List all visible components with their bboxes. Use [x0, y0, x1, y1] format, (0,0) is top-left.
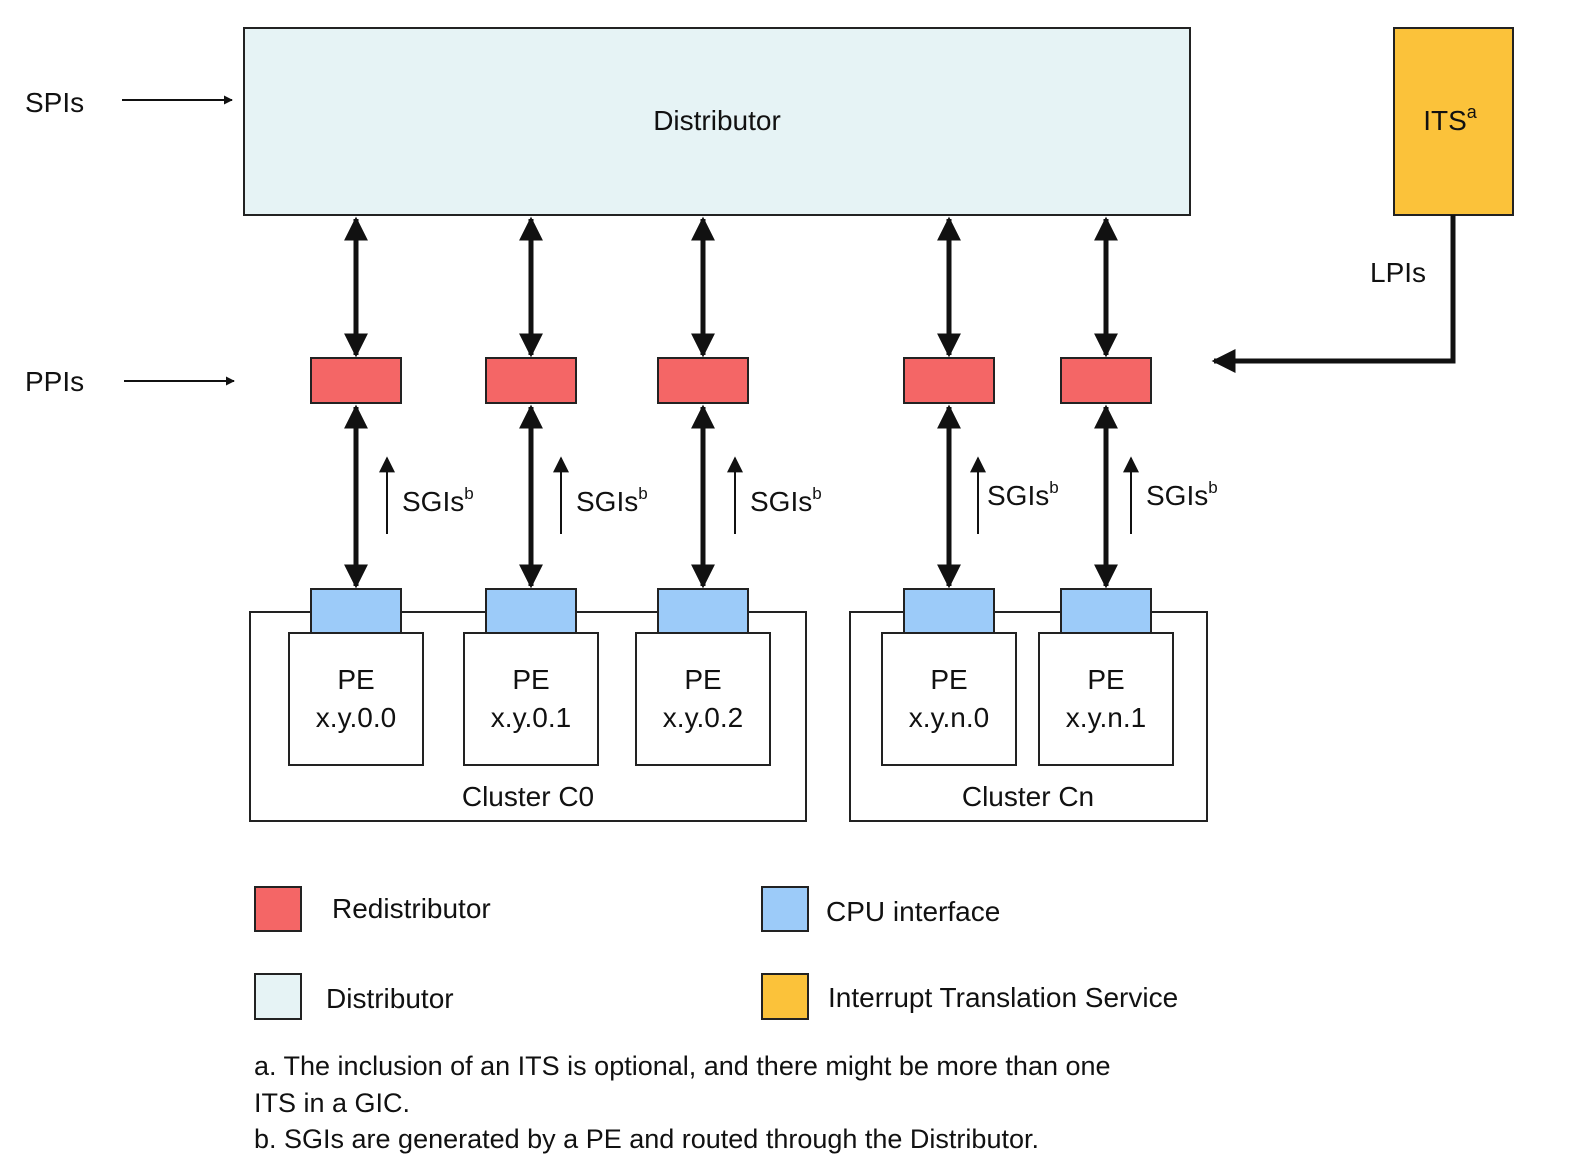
sgi-footnote-mark: b — [1208, 478, 1217, 497]
legend-its-swatch — [761, 973, 809, 1020]
pe-id: x.y.0.0 — [316, 702, 396, 733]
legend-cpu-interface-label: CPU interface — [826, 896, 1000, 927]
cluster-c0-label: Cluster C0 — [462, 781, 594, 812]
cpu-interface-box — [1060, 588, 1152, 634]
pe-label: PE — [1087, 664, 1124, 695]
sgi-label: SGIsb — [402, 484, 474, 517]
sgi-label-text: SGIs — [1146, 480, 1208, 511]
cpu-interface-box — [310, 588, 402, 634]
pe-column-c0-1: SGIsb PE x.y.0.1 — [463, 216, 648, 766]
sgi-label: SGIsb — [576, 484, 648, 517]
pe-id: x.y.n.0 — [909, 702, 989, 733]
footnote-a-line1: a. The inclusion of an ITS is optional, … — [254, 1051, 1111, 1081]
redistributor-box — [1060, 357, 1152, 404]
cpu-interface-box — [485, 588, 577, 634]
legend: Redistributor CPU interface Distributor … — [254, 886, 1178, 1020]
cpu-interface-box — [657, 588, 749, 634]
sgi-footnote-mark: b — [812, 484, 821, 503]
pe-box — [463, 632, 599, 766]
redistributor-box — [903, 357, 995, 404]
distributor-box — [243, 27, 1191, 216]
its-label-text: ITS — [1423, 105, 1467, 136]
legend-its-label: Interrupt Translation Service — [828, 982, 1178, 1013]
lpis-label: LPIs — [1370, 257, 1426, 288]
footnote-b: b. SGIs are generated by a PE and routed… — [254, 1124, 1039, 1154]
legend-redistributor-label: Redistributor — [332, 893, 491, 924]
sgi-label-text: SGIs — [750, 486, 812, 517]
pe-id: x.y.n.1 — [1066, 702, 1146, 733]
redistributor-box — [310, 357, 402, 404]
legend-distributor-label: Distributor — [326, 983, 454, 1014]
pe-box — [288, 632, 424, 766]
pe-id: x.y.0.2 — [663, 702, 743, 733]
pe-column-cn-0: SGIsb PE x.y.n.0 — [881, 216, 1059, 766]
lpis-arrow — [1211, 215, 1456, 373]
sgi-footnote-mark: b — [638, 484, 647, 503]
footnote-a-line2: ITS in a GIC. — [254, 1088, 410, 1118]
sgi-label: SGIsb — [987, 478, 1059, 511]
pe-id: x.y.0.1 — [491, 702, 571, 733]
pe-column-c0-0: SGIsb PE x.y.0.0 — [288, 216, 474, 766]
pe-label: PE — [684, 664, 721, 695]
pe-box — [1038, 632, 1174, 766]
sgi-label: SGIsb — [1146, 478, 1218, 511]
distributor-label: Distributor — [653, 105, 781, 136]
pe-label: PE — [337, 664, 374, 695]
sgi-label-text: SGIs — [402, 486, 464, 517]
footnotes: a. The inclusion of an ITS is optional, … — [254, 1051, 1111, 1154]
pe-column-cn-1: SGIsb PE x.y.n.1 — [1038, 216, 1218, 766]
pe-box — [635, 632, 771, 766]
cpu-interface-box — [903, 588, 995, 634]
redistributor-box — [485, 357, 577, 404]
sgi-footnote-mark: b — [1049, 478, 1058, 497]
its-label: ITSa — [1423, 102, 1478, 136]
pe-column-c0-2: SGIsb PE x.y.0.2 — [635, 216, 822, 766]
spis-label: SPIs — [25, 87, 84, 118]
its-box — [1393, 27, 1514, 216]
sgi-label-text: SGIs — [987, 480, 1049, 511]
pe-box — [881, 632, 1017, 766]
pe-label: PE — [512, 664, 549, 695]
legend-cpu-interface-swatch — [761, 886, 809, 932]
ppis-label: PPIs — [25, 366, 84, 397]
redistributor-box — [657, 357, 749, 404]
cluster-cn-label: Cluster Cn — [962, 781, 1094, 812]
sgi-label: SGIsb — [750, 484, 822, 517]
legend-distributor-swatch — [254, 973, 302, 1020]
its-footnote-mark: a — [1467, 102, 1478, 122]
legend-redistributor-swatch — [254, 886, 302, 932]
pe-label: PE — [930, 664, 967, 695]
sgi-footnote-mark: b — [464, 484, 473, 503]
sgi-label-text: SGIs — [576, 486, 638, 517]
